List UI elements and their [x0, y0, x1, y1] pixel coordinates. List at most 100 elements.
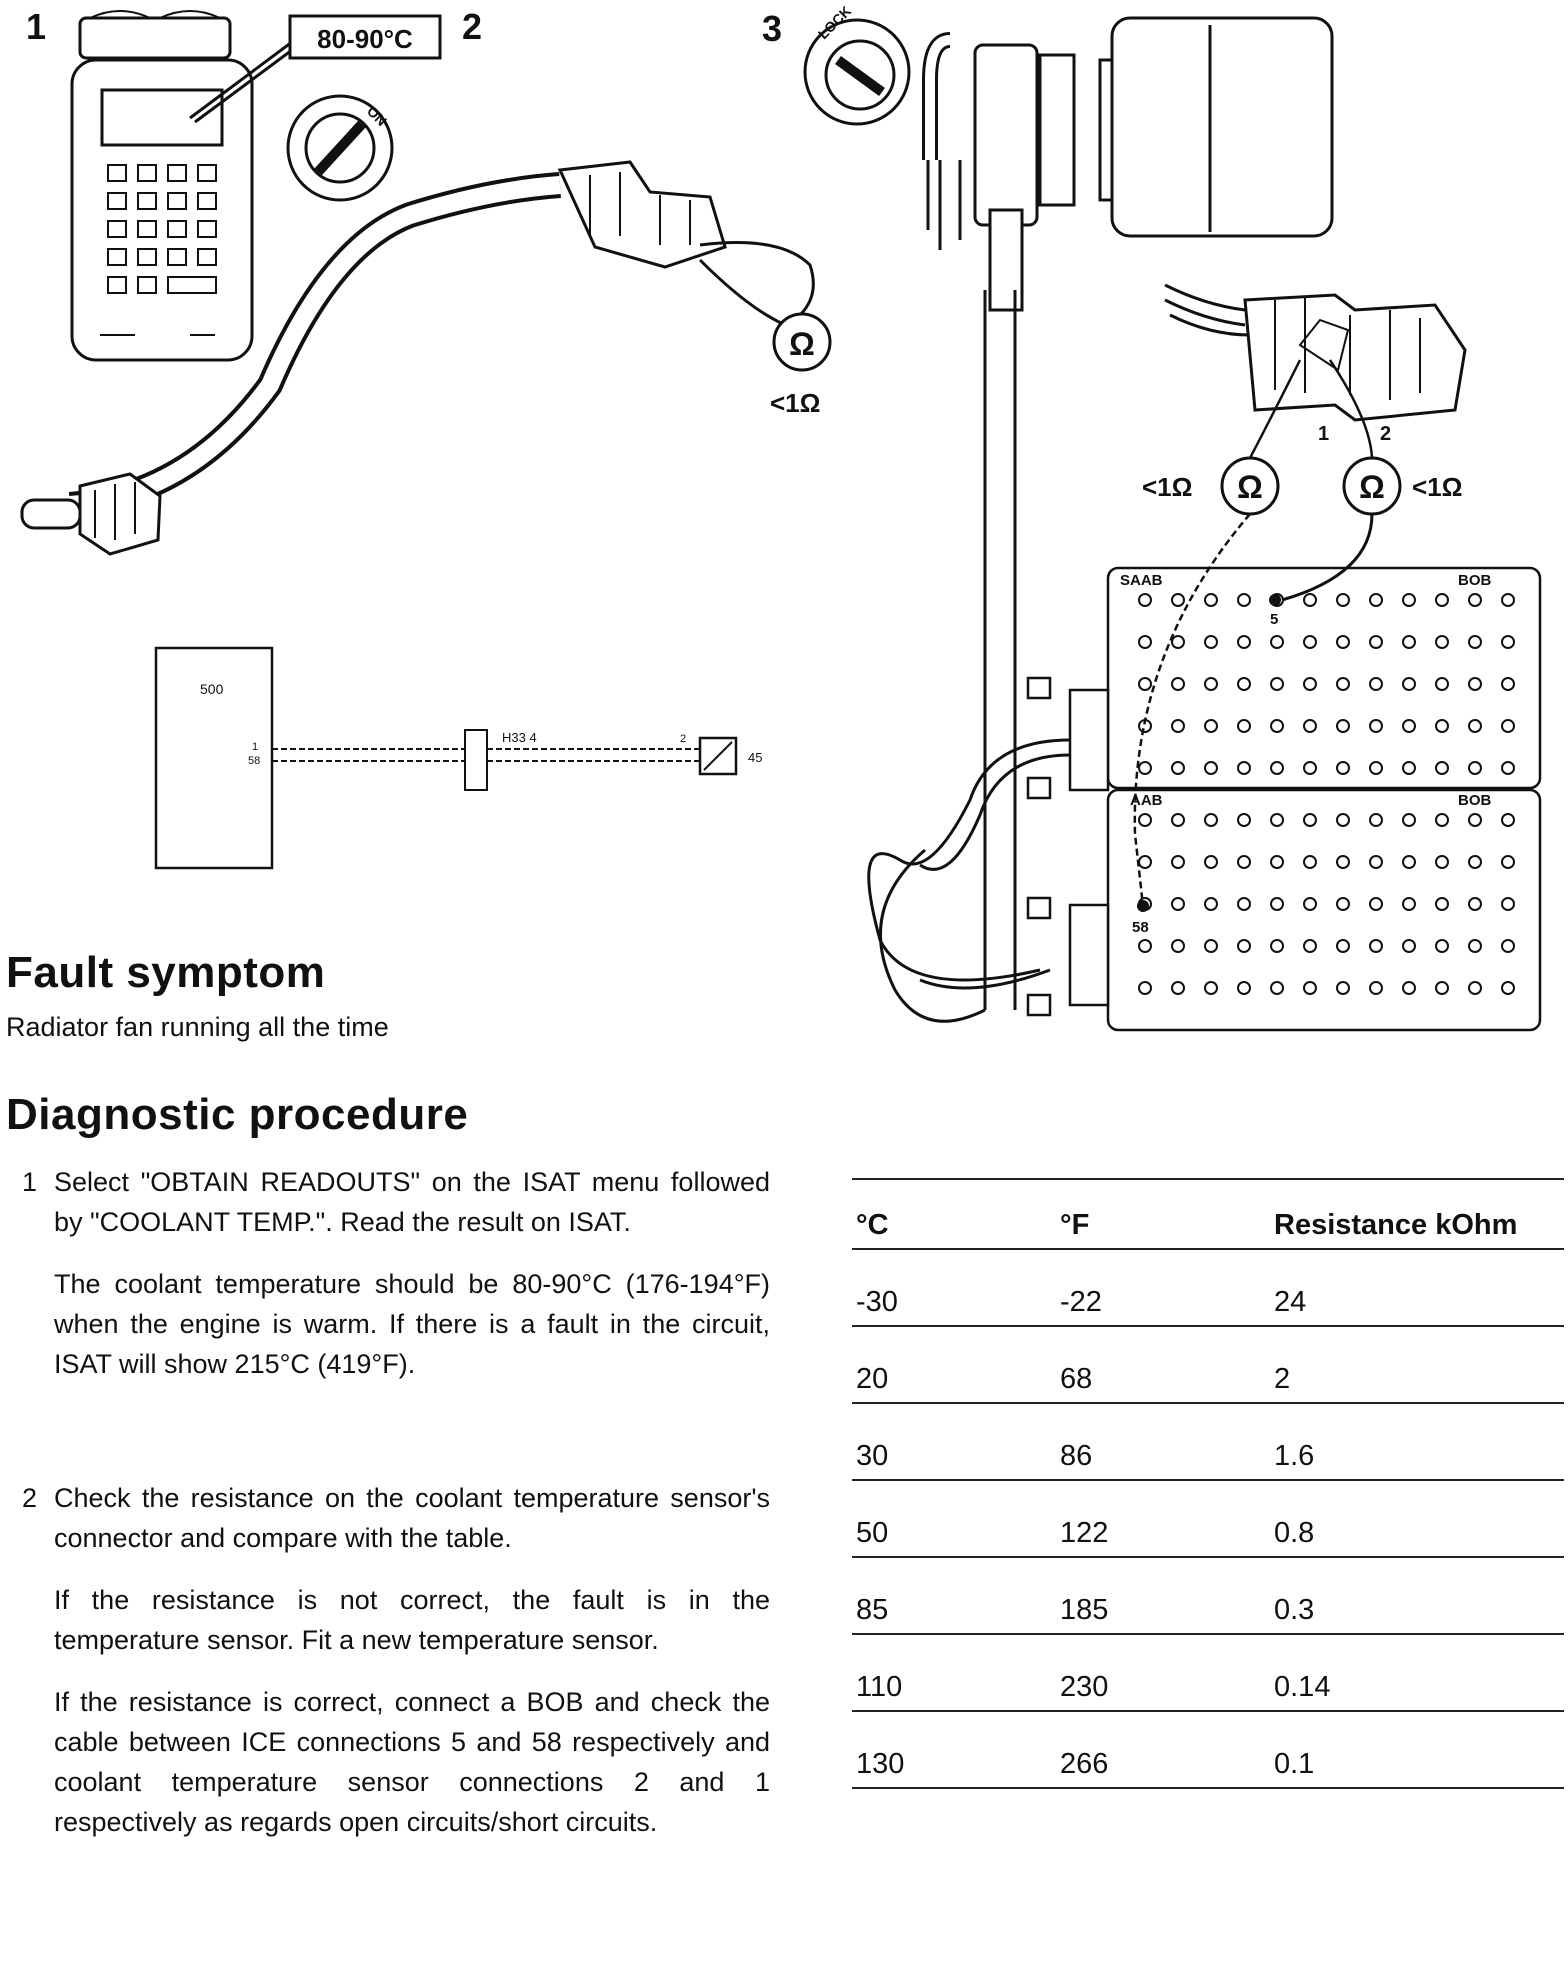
resistance-table: °C °F Resistance kOhm -30 -22 24 20 68 2…	[852, 1178, 1564, 1789]
bob-pin	[1336, 635, 1350, 649]
table-row: 85 185 0.3	[852, 1557, 1564, 1635]
bob-pin	[1171, 719, 1185, 733]
procedure-step-2: 2 Check the resistance on the coolant te…	[10, 1478, 770, 1864]
bob-pin-5-label: 5	[1270, 611, 1278, 628]
bob-pin	[1435, 719, 1449, 733]
bob-pin	[1369, 939, 1383, 953]
bob-pin	[1204, 855, 1218, 869]
bob-pin	[1270, 677, 1284, 691]
table-cell: 86	[1056, 1403, 1270, 1481]
ohmmeter-icon-3: Ω	[1342, 456, 1402, 516]
column-header-celsius: °C	[852, 1178, 1056, 1250]
bob-pin	[1369, 635, 1383, 649]
ignition-on-icon: ON	[286, 94, 394, 202]
table-row: 110 230 0.14	[852, 1634, 1564, 1712]
step-paragraph: Select "OBTAIN READOUTS" on the ISAT men…	[54, 1167, 770, 1237]
bob-pin	[1501, 719, 1515, 733]
bob-pin	[1138, 593, 1152, 607]
bob-label-bottom-right: BOB	[1458, 792, 1492, 809]
table-cell: 20	[852, 1326, 1056, 1404]
table-cell: 0.8	[1270, 1480, 1564, 1558]
bob-pin	[1468, 813, 1482, 827]
isat-tester-icon	[70, 10, 293, 362]
bob-pin	[1336, 813, 1350, 827]
bob-pin	[1303, 761, 1317, 775]
step-paragraph: If the resistance is correct, connect a …	[54, 1687, 770, 1837]
bob-pin	[1138, 635, 1152, 649]
bob-pin	[1303, 897, 1317, 911]
bob-pin	[1237, 719, 1251, 733]
bob-pin-58-label: 58	[1132, 919, 1149, 936]
bob-pin	[1303, 677, 1317, 691]
ohmmeter-icon: Ω	[772, 312, 832, 372]
bob-pin	[1336, 981, 1350, 995]
bob-pin	[1204, 719, 1218, 733]
bob-pin	[1402, 981, 1416, 995]
bob-pin	[1369, 719, 1383, 733]
bob-pin	[1204, 593, 1218, 607]
probe-lead-58	[1133, 513, 1251, 907]
step-paragraph: Check the resistance on the coolant temp…	[54, 1483, 770, 1553]
procedure-step-1: 1 Select "OBTAIN READOUTS" on the ISAT m…	[10, 1162, 770, 1406]
table-cell: 122	[1056, 1480, 1270, 1558]
bob-pin	[1303, 855, 1317, 869]
bob-label-top-right: BOB	[1458, 572, 1492, 589]
ignition-lock-icon: LOCK	[803, 3, 911, 126]
bob-pin	[1435, 981, 1449, 995]
bob-pin	[1204, 981, 1218, 995]
table-cell: 230	[1056, 1634, 1270, 1712]
step-number-1: 1	[26, 6, 47, 47]
bob-pin	[1237, 897, 1251, 911]
bob-pin	[1270, 761, 1284, 775]
fault-symptom-heading: Fault symptom	[6, 948, 326, 997]
bob-pin	[1435, 677, 1449, 691]
bob-pin	[1171, 677, 1185, 691]
bob-pin	[1237, 981, 1251, 995]
bob-pin	[1171, 981, 1185, 995]
bob-pin	[1303, 719, 1317, 733]
bob-pin	[1369, 677, 1383, 691]
bob-pin	[1468, 897, 1482, 911]
bob-pin	[1270, 635, 1284, 649]
bob-pin	[1138, 981, 1152, 995]
table-row: -30 -22 24	[852, 1249, 1564, 1327]
bob-pin	[1468, 677, 1482, 691]
bob-pin	[1336, 719, 1350, 733]
bob-pin	[1369, 981, 1383, 995]
bob-pin	[1402, 855, 1416, 869]
bob-pin	[1237, 593, 1251, 607]
bob-pin	[1204, 939, 1218, 953]
ohmmeter-icon-2: Ω	[1220, 456, 1280, 516]
table-cell: 30	[852, 1403, 1056, 1481]
bob-pin	[1171, 761, 1185, 775]
connector-label: H33 4	[502, 730, 537, 745]
bob-pin	[1501, 593, 1515, 607]
table-cell: 2	[1270, 1326, 1564, 1404]
resistance-reading-2: <1Ω	[1142, 472, 1193, 502]
bob-pin	[1138, 677, 1152, 691]
bob-pin	[1468, 761, 1482, 775]
diagnostic-illustration: 80-90°C ON Ω <1Ω 500 1 58 H33 4 2	[20, 3, 1542, 1032]
bob-pin	[1171, 939, 1185, 953]
table-cell: 24	[1270, 1249, 1564, 1327]
ecu-pin-bottom: 58	[248, 755, 260, 767]
bob-pin	[1237, 635, 1251, 649]
resistance-reading-1: <1Ω	[770, 388, 821, 418]
bob-pin	[1501, 981, 1515, 995]
bob-pin	[1402, 939, 1416, 953]
bob-pin	[1171, 593, 1185, 607]
bob-pin	[1303, 635, 1317, 649]
bob-pin	[1270, 939, 1284, 953]
bob-pin	[1468, 635, 1482, 649]
ohm-symbol: Ω	[789, 326, 815, 362]
coolant-temp-sensor-icon	[20, 160, 815, 556]
table-cell: -22	[1056, 1249, 1270, 1327]
bob-pin	[1501, 761, 1515, 775]
table-row: 50 122 0.8	[852, 1480, 1564, 1558]
column-header-resistance: Resistance kOhm	[1270, 1178, 1564, 1250]
table-cell: 1.6	[1270, 1403, 1564, 1481]
sensor-pin-1: 1	[1318, 423, 1329, 445]
ohm-symbol-2: Ω	[1237, 469, 1263, 505]
bob-pin	[1501, 813, 1515, 827]
table-cell: 110	[852, 1634, 1056, 1712]
